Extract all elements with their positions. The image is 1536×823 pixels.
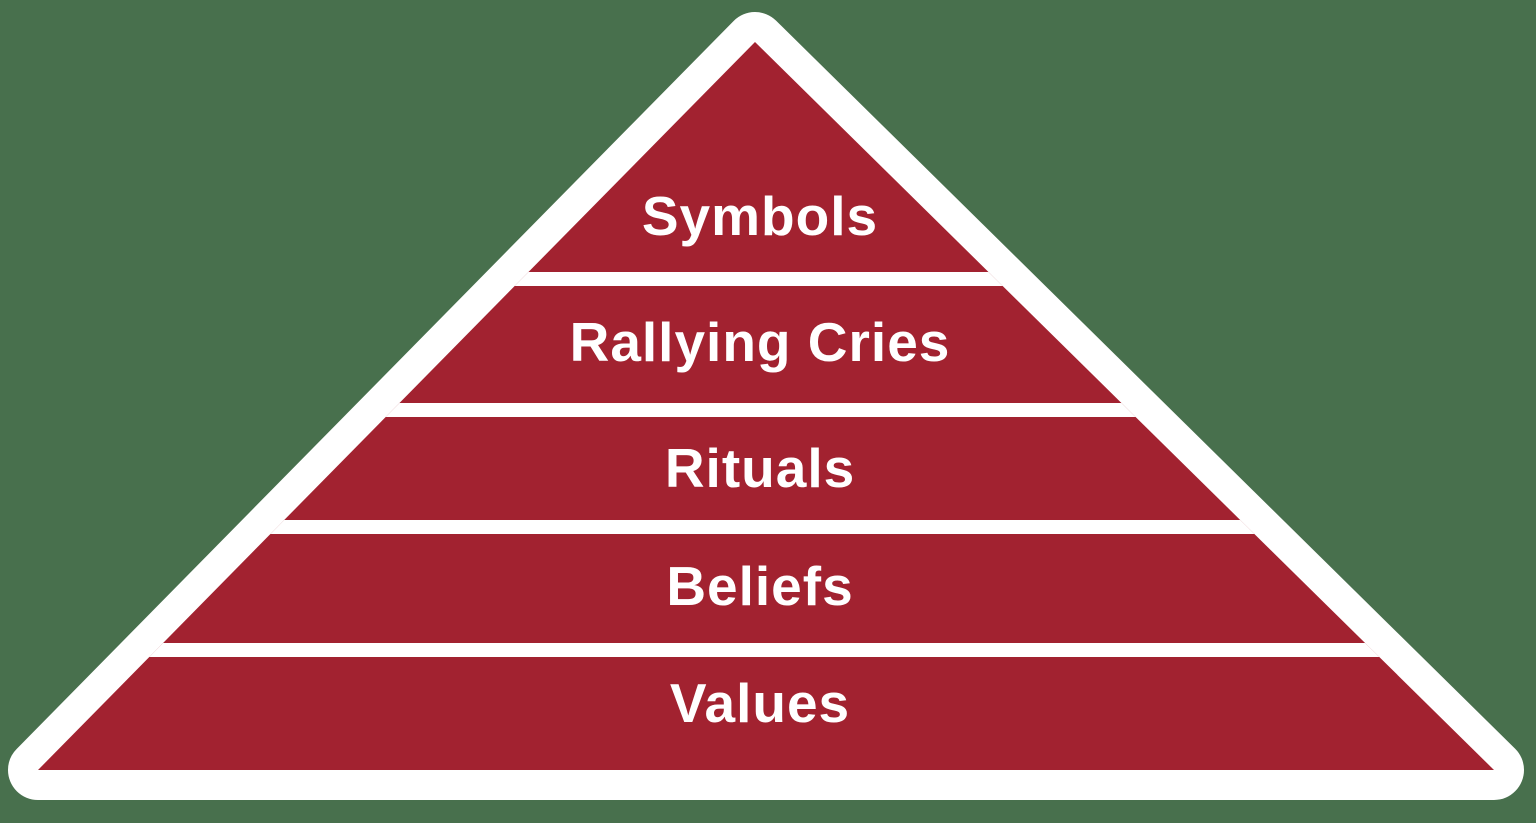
tier-label-symbols: Symbols: [642, 185, 878, 247]
tier-label-rituals: Rituals: [665, 437, 855, 499]
divider-beliefs-values: [38, 643, 1494, 657]
tier-label-values: Values: [670, 672, 850, 734]
tier-label-beliefs: Beliefs: [666, 555, 853, 617]
tier-label-rallying-cries: Rallying Cries: [570, 311, 951, 373]
divider-rituals-beliefs: [38, 520, 1494, 534]
